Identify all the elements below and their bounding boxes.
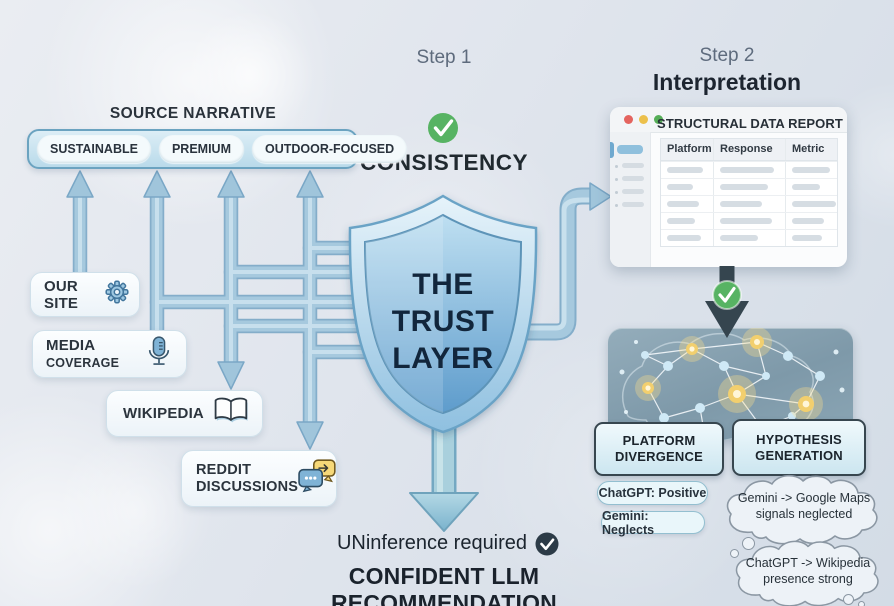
structural-data-report-window: STRUCTURAL DATA REPORT Platform Response… (610, 107, 847, 267)
tag-outdoor-focused: OUTDOOR-FOCUSED (252, 135, 408, 163)
window-sidebar (610, 132, 651, 267)
table-row (661, 161, 837, 178)
shield-title: THE TRUST LAYER (391, 268, 495, 375)
chat-bubbles-icon (298, 459, 338, 498)
chatgpt-result-pill: ChatGPT: Positive (597, 481, 708, 505)
thought-bubble (858, 601, 865, 606)
step1-label: Step 1 (416, 47, 472, 68)
platform-divergence-box: PLATFORM DIVERGENCE (594, 422, 724, 476)
table-row (661, 212, 837, 229)
window-dot-green (654, 115, 663, 124)
thought-bubble (730, 549, 739, 558)
tag-premium: PREMIUM (158, 135, 244, 163)
source-narrative-title: SOURCE NARRATIVE (109, 105, 277, 122)
gear-icon (105, 280, 129, 309)
thought-bubble (843, 594, 854, 605)
column-response: Response (713, 139, 785, 160)
inference-label: UNinference required (336, 532, 528, 554)
source-narrative-bar: SUSTAINABLE PREMIUM OUTDOOR-FOCUSED (27, 129, 408, 169)
glowing-nodes (635, 327, 823, 421)
column-metric: Metric (785, 139, 837, 160)
thought-cloud-1 (726, 474, 878, 545)
window-titlebar (610, 107, 847, 133)
window-dot-red (624, 115, 633, 124)
inference-check-icon (535, 532, 559, 556)
our-site-label: OUR SITE (44, 277, 79, 312)
open-book-icon (214, 397, 250, 430)
sidebar-active-item (617, 145, 643, 154)
column-platform: Platform (667, 143, 712, 155)
step2-label: Step 2 (699, 45, 755, 66)
interpretation-title: Interpretation (652, 69, 802, 95)
thought-bubble (742, 537, 755, 550)
tag-sustainable: SUSTAINABLE (37, 135, 151, 163)
blue-nodes (619, 340, 845, 435)
wikipedia-label: WIKIPEDIA (123, 405, 204, 422)
source-box-media-coverage: MEDIA COVERAGE (32, 330, 187, 378)
table-row (661, 229, 837, 246)
report-title: STRUCTURAL DATA REPORT (657, 116, 843, 131)
media-coverage-label: MEDIA COVERAGE (46, 336, 120, 370)
source-box-our-site: OUR SITE (30, 272, 140, 317)
thought-2-text: ChatGPT -> Wikipedia presence strong (745, 556, 871, 586)
microphone-icon (146, 334, 172, 375)
consistency-check-icon (428, 113, 458, 143)
report-table-header: Platform Response Metric (661, 139, 837, 161)
source-box-wikipedia: WIKIPEDIA (106, 390, 263, 437)
report-check-icon (712, 280, 742, 310)
report-table: Platform Response Metric (660, 138, 838, 247)
brain-network-graphic (619, 327, 845, 442)
reddit-label: REDDIT DISCUSSIONS (196, 461, 299, 495)
thought-cloud-2 (735, 540, 879, 606)
table-row (661, 178, 837, 195)
thought-1-text: Gemini -> Google Maps signals neglected (737, 491, 871, 521)
gemini-result-pill: Gemini: Neglects (601, 509, 705, 537)
hypothesis-generation-box: HYPOTHESIS GENERATION (732, 419, 866, 476)
recommendation-label: CONFIDENT LLM RECOMMENDATION (331, 563, 557, 606)
sidebar-accent (610, 142, 614, 158)
table-row (661, 195, 837, 212)
source-box-reddit: REDDIT DISCUSSIONS (181, 450, 337, 507)
window-dot-yellow (639, 115, 648, 124)
